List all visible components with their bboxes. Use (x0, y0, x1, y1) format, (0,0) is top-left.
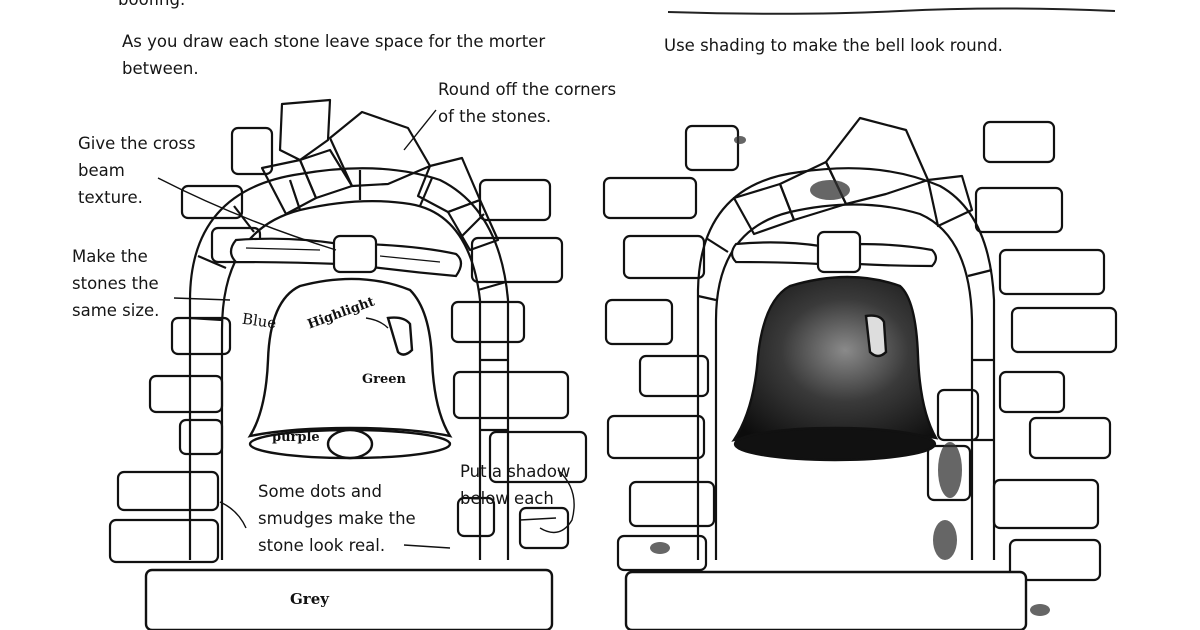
same-size-line-1: Make the (72, 247, 148, 266)
grey-color-label: Grey (290, 590, 329, 608)
cross-beam-note: Give the cross beam texture. (78, 130, 196, 211)
purple-color-label: purple (272, 430, 320, 445)
dots-line-2: smudges make the (258, 509, 416, 528)
round-corners-note: Round off the corners of the stones. (438, 76, 616, 130)
right-wall (602, 116, 1118, 582)
shading-instruction: Use shading to make the bell look round. (664, 36, 1003, 55)
same-size-line-3: same size. (72, 301, 160, 320)
cross-beam-line-2: beam (78, 161, 125, 180)
same-size-line-2: stones the (72, 274, 159, 293)
left-cross-beam (229, 234, 463, 278)
right-base-slab (624, 570, 1028, 630)
left-base-slab (144, 568, 554, 630)
dots-smudges-note: Some dots and smudges make the stone loo… (258, 478, 416, 559)
shadow-note: Put a shadow below each (460, 458, 570, 512)
round-corners-line-2: of the stones. (438, 107, 552, 126)
dots-line-3: stone look real. (258, 536, 386, 555)
top-rule-line (667, 7, 1116, 15)
left-wall (108, 98, 588, 564)
right-bell (731, 275, 939, 462)
shadow-line-1: Put a shadow (460, 462, 571, 481)
top-fragment: boofing. (118, 0, 185, 13)
round-corners-line-1: Round off the corners (438, 80, 617, 99)
left-annotation-arrows (157, 109, 575, 549)
dots-line-1: Some dots and (258, 482, 382, 501)
cross-beam-line-1: Give the cross (78, 134, 196, 153)
right-cross-beam (730, 230, 938, 274)
right-smudges (650, 136, 1050, 616)
mortar-instruction-line-1: As you draw each stone leave space for t… (122, 32, 546, 51)
shadow-line-2: below each (460, 489, 554, 508)
same-size-note: Make the stones the same size. (72, 243, 159, 324)
cross-beam-line-3: texture. (78, 188, 143, 207)
mortar-instruction-line-2: between. (122, 59, 199, 78)
green-color-label: Green (362, 372, 406, 387)
left-bell (247, 277, 453, 460)
mortar-instruction: As you draw each stone leave space for t… (122, 28, 545, 82)
